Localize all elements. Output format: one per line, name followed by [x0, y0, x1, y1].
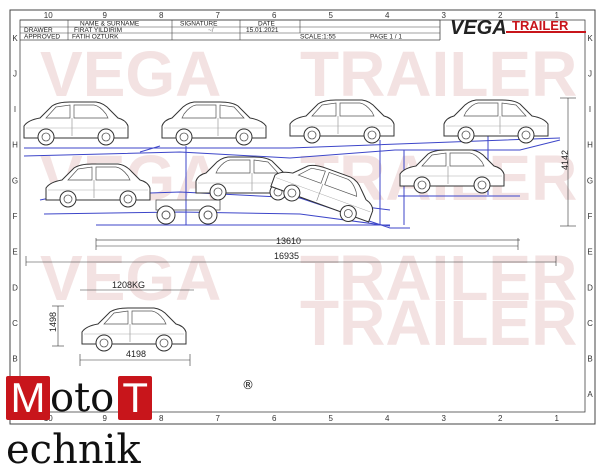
column-labels-top: 10 9 8 7 6 5 4 3 2 1: [44, 11, 560, 20]
row-label: C: [12, 319, 18, 328]
column-label: 6: [272, 11, 277, 20]
technical-drawing: VEGA TRAILER VEGA TRAILER VEGA TRAILER T…: [9, 9, 596, 425]
watermark-trailer: TRAILER: [300, 38, 577, 110]
row-label: D: [12, 283, 18, 292]
row-label: K: [12, 34, 18, 43]
row-label: J: [13, 69, 17, 78]
brand-vega: VEGA: [450, 17, 507, 39]
watermark-vega: VEGA: [40, 242, 221, 314]
car-height: 1498: [48, 312, 58, 332]
row-label: F: [13, 212, 18, 221]
logo-echnik: echnik: [6, 427, 141, 473]
drawing-sheet: VEGA TRAILER VEGA TRAILER VEGA TRAILER T…: [6, 9, 596, 473]
row-label: I: [14, 105, 16, 114]
title-drawer-date: 15.01.2021: [246, 27, 279, 34]
dim-overall-length: 16935: [274, 251, 299, 261]
watermark-trailer: TRAILER: [300, 287, 577, 359]
logo-t-letter: T: [118, 376, 153, 420]
row-label: B: [12, 355, 17, 364]
row-label: J: [588, 69, 592, 78]
title-drawer-name: FIRAT YILDIRIM: [74, 27, 122, 34]
column-label: 4: [385, 414, 390, 423]
title-drawer-label: DRAWER: [24, 27, 53, 34]
row-label: H: [12, 141, 18, 150]
row-label: G: [12, 176, 18, 185]
column-label: 7: [216, 414, 221, 423]
column-label: 3: [442, 11, 447, 20]
dim-trailer-length: 13610: [276, 236, 301, 246]
column-label: 6: [272, 414, 277, 423]
column-label: 9: [103, 11, 108, 20]
column-label: 2: [498, 414, 503, 423]
logo-oto: oto: [50, 375, 115, 421]
column-label: 8: [159, 414, 164, 423]
title-scale: SCALE:1:55: [300, 34, 336, 41]
signature-mark: ~/: [208, 27, 214, 34]
title-approved-label: APPROVED: [24, 34, 60, 41]
title-header-date: DATE: [258, 21, 276, 28]
car-icon: [81, 307, 187, 352]
title-approved-name: FATIH OZTURK: [72, 34, 119, 41]
car-dimension-view: 1208KG 1498 4198: [48, 280, 194, 366]
column-label: 2: [498, 11, 503, 20]
row-label: D: [587, 283, 593, 292]
trailer-wheels: [156, 205, 218, 225]
column-label: 5: [329, 11, 334, 20]
row-label: I: [589, 105, 591, 114]
column-label: 9: [103, 414, 108, 423]
brand-logo: VEGA TRAILER: [450, 17, 586, 39]
trailer-chassis: [96, 199, 520, 241]
row-label: E: [587, 248, 592, 257]
column-label: 10: [44, 11, 53, 20]
title-page: PAGE 1 / 1: [370, 34, 402, 41]
dim-height: 4142: [560, 150, 570, 170]
wheel-icon: [156, 205, 176, 225]
title-header-name: NAME & SURNAME: [80, 21, 140, 28]
frame-outer: [9, 9, 596, 425]
watermark-vega: VEGA: [40, 38, 221, 110]
column-label: 7: [216, 11, 221, 20]
row-label: B: [587, 355, 592, 364]
logo-m-letter: M: [6, 376, 50, 420]
brand-trailer: TRAILER: [512, 18, 569, 33]
row-label: G: [587, 176, 593, 185]
column-label: 3: [442, 414, 447, 423]
title-block: NAME & SURNAME SIGNATURE DATE DRAWER FIR…: [20, 19, 441, 41]
car-weight: 1208KG: [112, 280, 145, 290]
column-label: 4: [385, 11, 390, 20]
column-label: 1: [555, 11, 560, 20]
row-label: E: [12, 248, 17, 257]
car-length: 4198: [126, 349, 146, 359]
row-label: C: [587, 319, 593, 328]
dimension-lines: 4142 13610 16935: [25, 97, 576, 266]
row-label: K: [587, 34, 593, 43]
row-label: H: [587, 141, 593, 150]
wheel-icon: [198, 205, 218, 225]
column-label: 5: [329, 414, 334, 423]
watermark-trailer: TRAILER: [300, 242, 577, 314]
column-label: 1: [555, 414, 560, 423]
row-label: F: [588, 212, 593, 221]
registered-mark: ®: [242, 378, 254, 392]
row-labels-right: K J I H G F E D C B A: [587, 34, 593, 399]
column-label: 8: [159, 11, 164, 20]
title-header-signature: SIGNATURE: [180, 21, 218, 28]
row-label: A: [587, 390, 593, 399]
